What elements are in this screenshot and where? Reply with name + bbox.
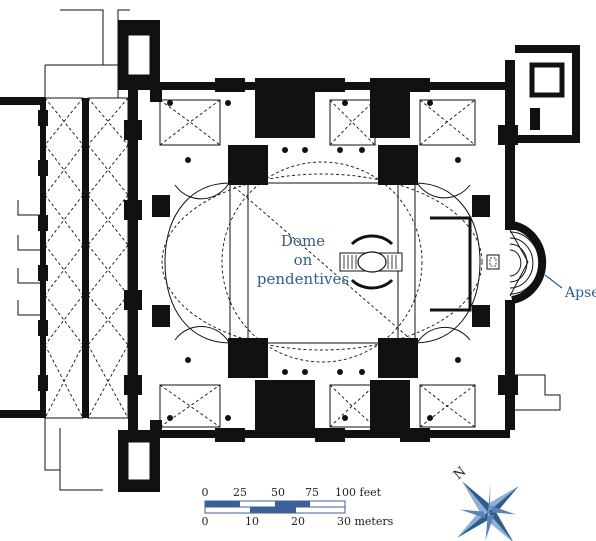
- scale-meters-10: 10: [245, 515, 259, 528]
- columns: [167, 100, 461, 421]
- scale-meters-0: 0: [202, 515, 209, 528]
- ambo: [339, 234, 403, 290]
- compass-north-label: N: [451, 464, 469, 483]
- scale-feet-0: 0: [202, 486, 209, 499]
- scale-feet-50: 50: [271, 486, 285, 499]
- apse-label: Apse: [564, 285, 596, 301]
- dome-label-line1: Dome: [281, 232, 325, 250]
- scale-feet-75: 75: [305, 486, 319, 499]
- scale-bar: 0 25 50 75 100 feet 0 10 20 30 meters: [202, 486, 394, 528]
- compass-rose-icon: [457, 481, 519, 541]
- apse: [509, 221, 563, 304]
- aisle-vaults: [159, 99, 476, 428]
- scale-meters-30: 30 meters: [337, 515, 394, 528]
- chancel: [430, 216, 500, 312]
- walls: [0, 20, 580, 492]
- nave: [161, 161, 483, 363]
- scale-meters-20: 20: [291, 515, 305, 528]
- scale-feet-100: 100 feet: [335, 486, 382, 499]
- dome-label-line3: pendentives: [257, 270, 349, 288]
- dome-label-line2: on: [294, 251, 313, 269]
- scale-feet-25: 25: [233, 486, 247, 499]
